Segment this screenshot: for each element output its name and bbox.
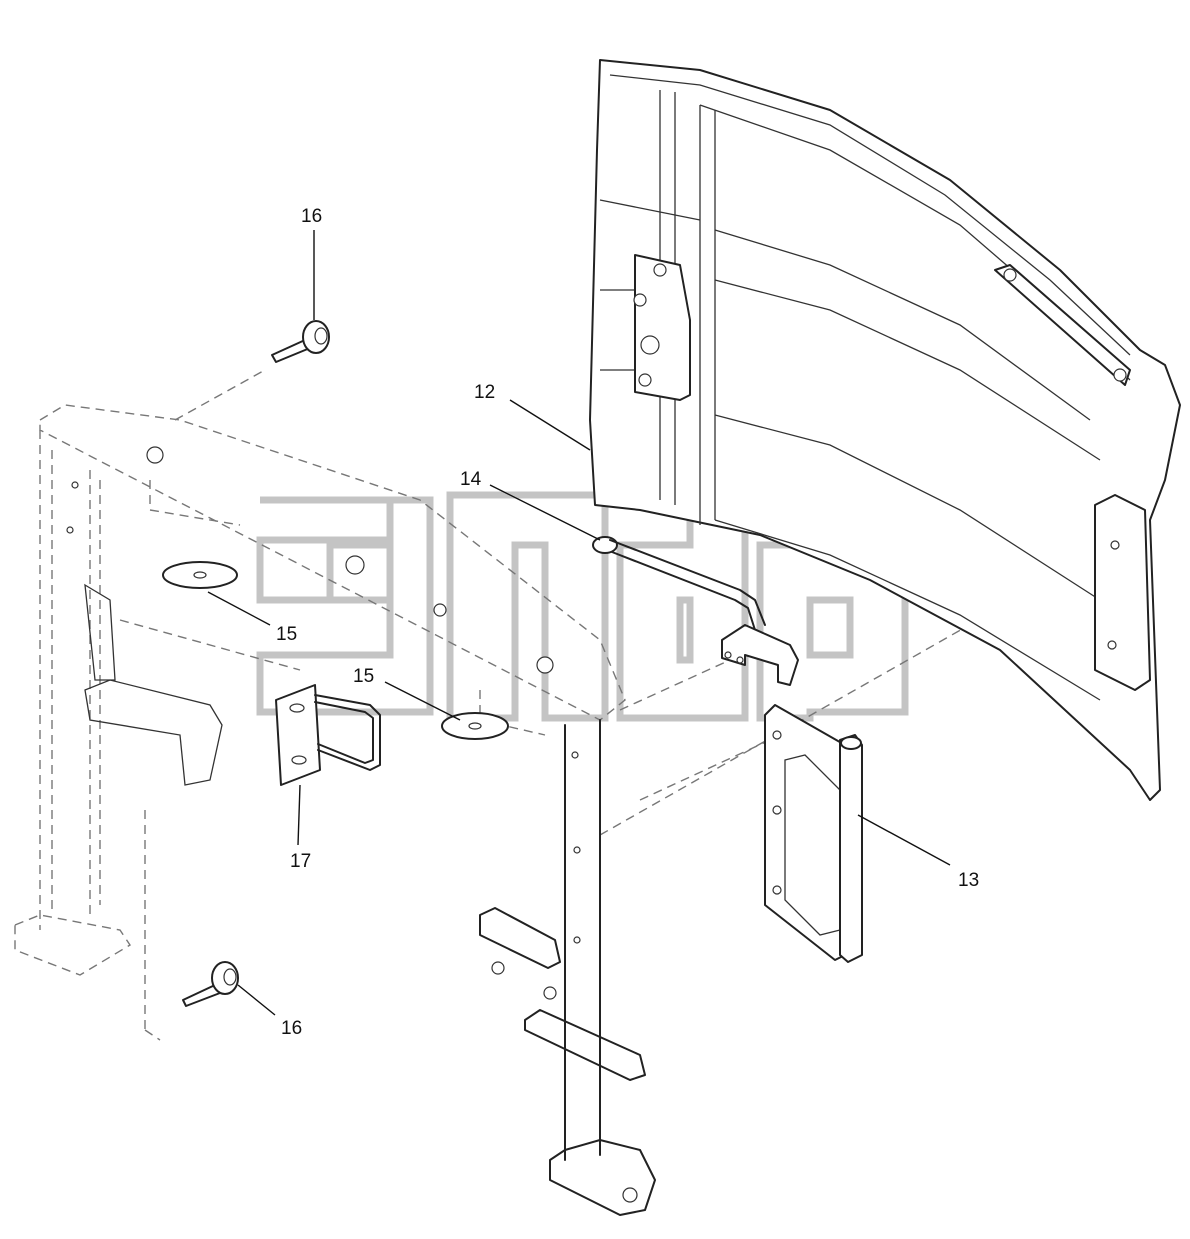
bolt-part-16-lower: [182, 961, 239, 1007]
right-leg: [479, 719, 656, 1216]
washer-part-15-lower: [441, 712, 509, 740]
callout-14: 14: [460, 469, 482, 490]
callout-15-lower: 15: [353, 666, 374, 687]
callout-17: 17: [290, 851, 311, 872]
bolt-part-16-upper: [271, 320, 330, 363]
callout-16-upper: 16: [301, 206, 322, 227]
washer-part-15-upper: [162, 561, 238, 589]
u-bracket-part-17: [275, 684, 381, 786]
rod-part-14: [592, 536, 799, 686]
callout-labels: 12 13 14 15 15 16 16 17: [276, 206, 979, 1039]
panel-part-12: [589, 59, 1181, 801]
callout-13: 13: [958, 870, 979, 891]
callout-12: 12: [474, 382, 495, 403]
hinge-part-13: [764, 704, 863, 963]
left-bracket: [84, 583, 223, 786]
callout-15-upper: 15: [276, 624, 297, 645]
leader-lines: [207, 230, 951, 1016]
callout-16-lower: 16: [281, 1018, 302, 1039]
